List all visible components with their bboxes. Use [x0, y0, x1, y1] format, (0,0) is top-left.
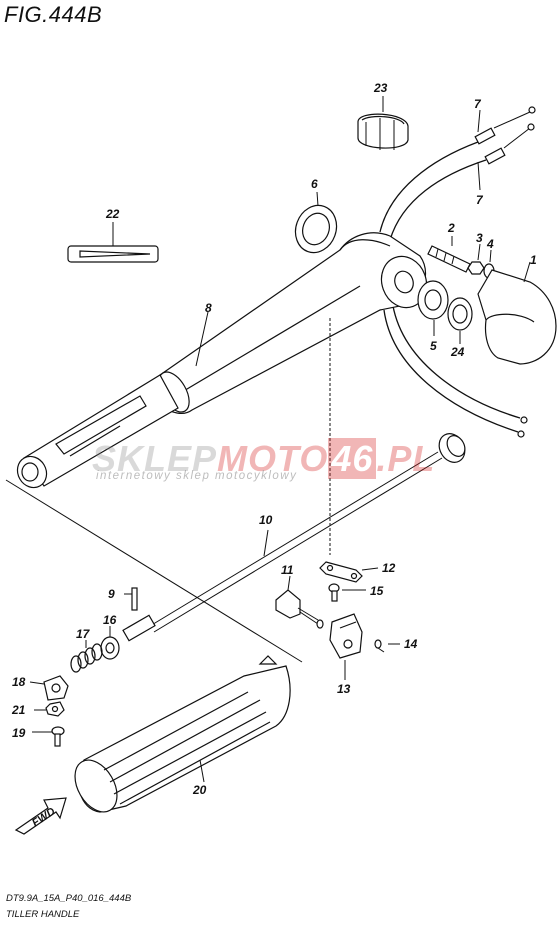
- callout-11: 11: [281, 563, 294, 577]
- part-10-throttle-rod: [122, 433, 466, 642]
- callout-7-bottom: 7: [476, 193, 484, 207]
- callout-numbers: 1 2 3 4 5 6 7 7 8 9 10 11 12 13 14 15 16…: [11, 81, 537, 797]
- figure-title: FIG.444B: [4, 2, 103, 27]
- assembly-guide-lines: [5, 318, 331, 663]
- callout-2: 2: [447, 221, 455, 235]
- callout-4: 4: [486, 237, 494, 251]
- callout-16: 16: [103, 613, 117, 627]
- part-23-grommet: [357, 96, 409, 150]
- callout-20: 20: [192, 783, 207, 797]
- watermark-brand-part2: MOTO: [217, 438, 329, 479]
- watermark-brand-box: 46: [328, 438, 377, 479]
- part-1-cover: [477, 261, 557, 365]
- callout-13: 13: [337, 682, 351, 696]
- callout-12: 12: [382, 561, 396, 575]
- diagram-code: DT9.9A_15A_P40_016_444B: [6, 893, 132, 904]
- callout-15: 15: [370, 584, 384, 598]
- callout-18: 18: [12, 675, 26, 689]
- fwd-direction-arrow: FWD: [14, 797, 67, 835]
- part-6-washer: [294, 191, 338, 254]
- part-18-clamp: [29, 675, 69, 701]
- part-12-plate: [319, 561, 379, 583]
- part-5-bushing: [417, 280, 449, 336]
- callout-24: 24: [450, 345, 465, 359]
- part-16-collar: [100, 626, 120, 660]
- part-20-grip: [74, 655, 291, 813]
- part-14-cotter-pin: [374, 639, 400, 653]
- callout-23: 23: [373, 81, 388, 95]
- part-7-throttle-cables: [379, 106, 536, 438]
- diagram-caption: TILLER HANDLE: [6, 909, 80, 920]
- part-22-label-plate: [67, 222, 159, 263]
- watermark-brand-suffix: .PL: [376, 438, 436, 479]
- part-17-spring: [70, 640, 103, 673]
- callout-21: 21: [11, 703, 26, 717]
- callout-3: 3: [476, 231, 483, 245]
- callout-14: 14: [404, 637, 418, 651]
- part-15-screw: [328, 583, 366, 602]
- part-19-screw: [32, 726, 65, 747]
- part-8-tiller-arm: [16, 232, 428, 489]
- part-24-washer: [447, 297, 473, 344]
- part-3-nut: [467, 243, 485, 275]
- part-13-friction-block: [329, 613, 363, 680]
- part-2-bolt: [427, 236, 471, 273]
- callout-9: 9: [108, 587, 115, 601]
- part-21-lock-washer: [34, 701, 65, 717]
- part-11-switch: [275, 575, 324, 629]
- callout-8: 8: [205, 301, 212, 315]
- callout-19: 19: [12, 726, 26, 740]
- part-9-pin: [124, 587, 138, 611]
- callout-5: 5: [430, 339, 437, 353]
- callout-17: 17: [76, 627, 91, 641]
- callout-7-top: 7: [474, 97, 482, 111]
- watermark-brand: SKLEPMOTO46.PL: [92, 438, 435, 480]
- callout-6: 6: [311, 177, 318, 191]
- callout-10: 10: [259, 513, 273, 527]
- watermark-brand-part1: SKLEP: [92, 438, 218, 479]
- callout-1: 1: [530, 253, 537, 267]
- watermark-tagline: internetowy sklep motocyklowy: [96, 470, 298, 482]
- callout-22: 22: [105, 207, 120, 221]
